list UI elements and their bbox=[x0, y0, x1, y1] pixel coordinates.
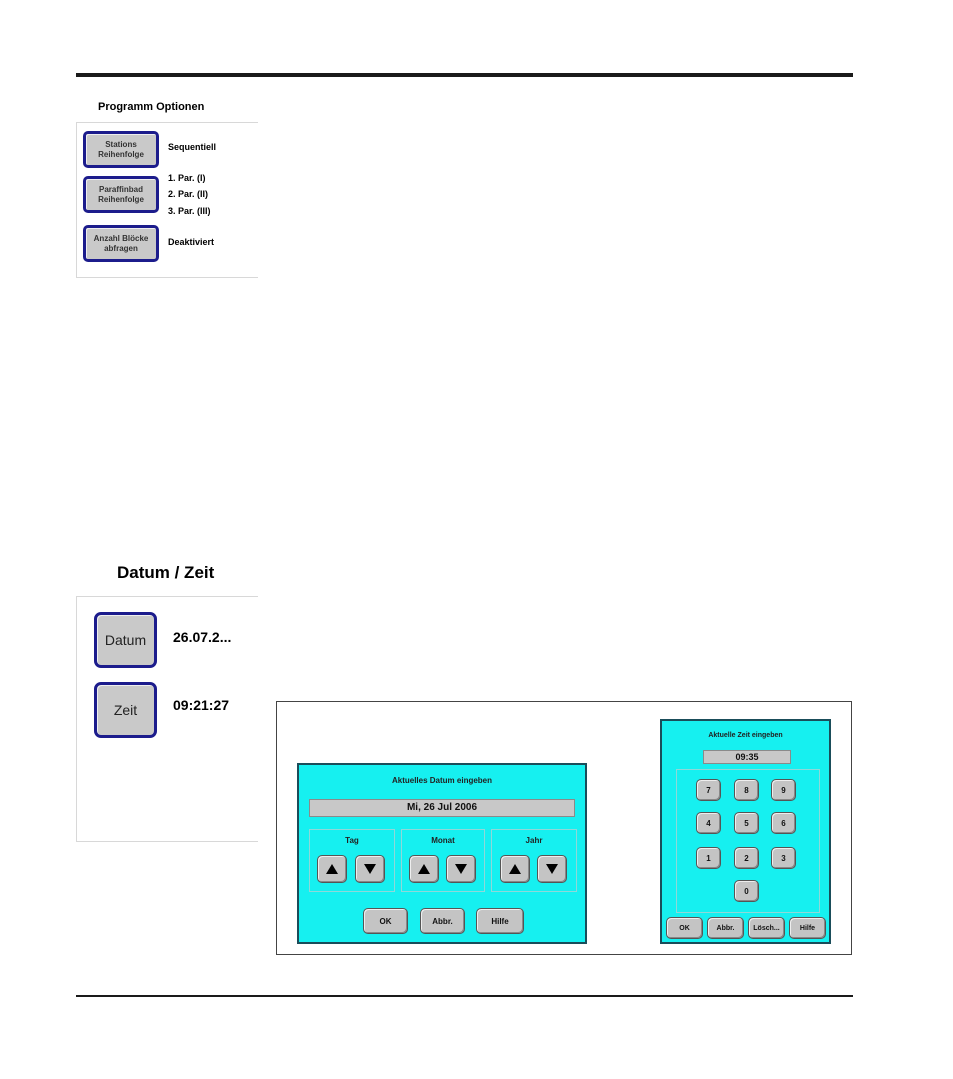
tag-up-button[interactable] bbox=[317, 855, 347, 883]
arrow-up-icon bbox=[509, 864, 521, 874]
date-ok-button[interactable]: OK bbox=[363, 908, 408, 934]
programm-optionen-panel: Stations Reihenfolge Sequentiell Paraffi… bbox=[76, 122, 258, 278]
key-2[interactable]: 2 bbox=[734, 847, 759, 869]
zeit-button[interactable]: Zeit bbox=[94, 682, 157, 738]
arrow-down-icon bbox=[546, 864, 558, 874]
key-3[interactable]: 3 bbox=[771, 847, 796, 869]
datum-value: 26.07.2... bbox=[173, 629, 232, 645]
arrow-up-icon bbox=[418, 864, 430, 874]
time-dialog: Aktuelle Zeit eingeben 09:35 7 8 9 4 5 6… bbox=[660, 719, 831, 944]
date-cancel-button[interactable]: Abbr. bbox=[420, 908, 465, 934]
time-cancel-button[interactable]: Abbr. bbox=[707, 917, 744, 939]
anzahl-bloecke-value: Deaktiviert bbox=[168, 237, 215, 247]
monat-up-button[interactable] bbox=[409, 855, 439, 883]
jahr-group: Jahr bbox=[491, 829, 577, 892]
monat-label: Monat bbox=[431, 836, 455, 845]
arrow-down-icon bbox=[455, 864, 467, 874]
date-display: Mi, 26 Jul 2006 bbox=[309, 799, 575, 817]
programm-optionen-title: Programm Optionen bbox=[98, 101, 205, 113]
key-6[interactable]: 6 bbox=[771, 812, 796, 834]
date-dialog: Aktuelles Datum eingeben Mi, 26 Jul 2006… bbox=[297, 763, 587, 944]
key-0[interactable]: 0 bbox=[734, 880, 759, 902]
time-dialog-title: Aktuelle Zeit eingeben bbox=[708, 732, 783, 739]
paraffinbad-value-2: 2. Par. (II) bbox=[168, 189, 209, 199]
key-4[interactable]: 4 bbox=[696, 812, 721, 834]
top-rule bbox=[76, 73, 853, 77]
date-dialog-title: Aktuelles Datum eingeben bbox=[391, 776, 493, 785]
monat-down-button[interactable] bbox=[446, 855, 476, 883]
monat-group: Monat bbox=[401, 829, 485, 892]
key-1[interactable]: 1 bbox=[696, 847, 721, 869]
zeit-value: 09:21:27 bbox=[173, 697, 230, 713]
jahr-down-button[interactable] bbox=[537, 855, 567, 883]
key-8[interactable]: 8 bbox=[734, 779, 759, 801]
key-9[interactable]: 9 bbox=[771, 779, 796, 801]
paraffinbad-value-3: 3. Par. (III) bbox=[168, 206, 211, 216]
paraffinbad-reihenfolge-button[interactable]: Paraffinbad Reihenfolge bbox=[83, 176, 159, 213]
arrow-up-icon bbox=[326, 864, 338, 874]
paraffinbad-value-1: 1. Par. (I) bbox=[168, 173, 206, 183]
anzahl-bloecke-button[interactable]: Anzahl Blöcke abfragen bbox=[83, 225, 159, 262]
datum-button[interactable]: Datum bbox=[94, 612, 157, 668]
arrow-down-icon bbox=[364, 864, 376, 874]
jahr-label: Jahr bbox=[525, 836, 543, 845]
key-5[interactable]: 5 bbox=[734, 812, 759, 834]
datum-zeit-panel: Datum 26.07.2... Zeit 09:21:27 bbox=[76, 596, 258, 842]
datum-zeit-title: Datum / Zeit bbox=[117, 563, 215, 582]
keypad-area: 7 8 9 4 5 6 1 2 3 0 bbox=[676, 769, 820, 913]
tag-label: Tag bbox=[345, 836, 359, 845]
time-display: 09:35 bbox=[703, 750, 791, 764]
tag-down-button[interactable] bbox=[355, 855, 385, 883]
bottom-rule bbox=[76, 995, 853, 997]
time-ok-button[interactable]: OK bbox=[666, 917, 703, 939]
key-7[interactable]: 7 bbox=[696, 779, 721, 801]
time-delete-button[interactable]: Lösch... bbox=[748, 917, 785, 939]
stations-reihenfolge-button[interactable]: Stations Reihenfolge bbox=[83, 131, 159, 168]
stations-reihenfolge-value: Sequentiell bbox=[168, 142, 217, 152]
date-help-button[interactable]: Hilfe bbox=[476, 908, 524, 934]
jahr-up-button[interactable] bbox=[500, 855, 530, 883]
time-help-button[interactable]: Hilfe bbox=[789, 917, 826, 939]
tag-group: Tag bbox=[309, 829, 395, 892]
